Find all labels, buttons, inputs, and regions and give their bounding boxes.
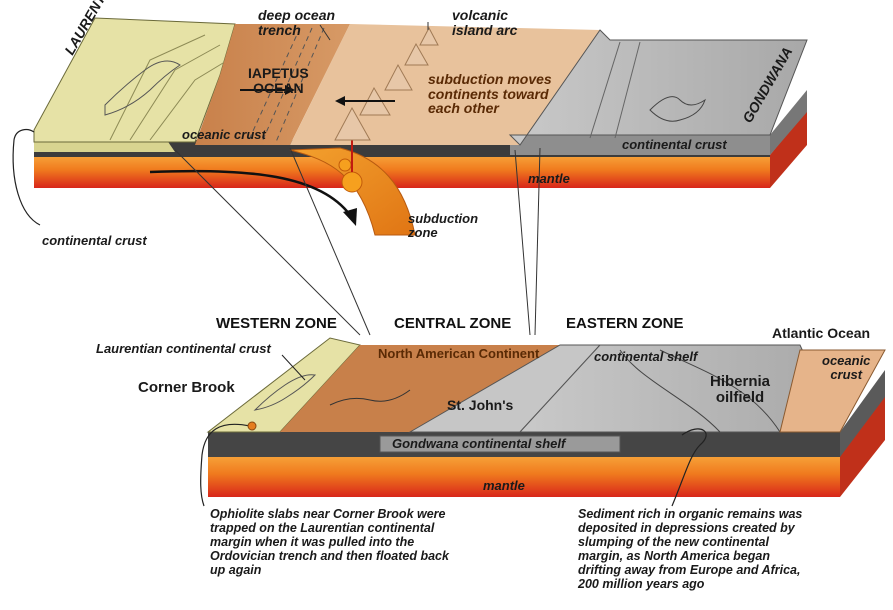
gondwana-front: [510, 135, 770, 155]
laurentian-coastline: [253, 374, 317, 411]
leader-trench: [319, 24, 331, 41]
label-continental-crust-left: continental crust: [42, 233, 147, 248]
label-continental-crust-right: continental crust: [622, 137, 727, 152]
plate-arrow-left-head: [335, 96, 345, 106]
leader-laurentian-crust: [281, 354, 306, 381]
leader-hibernia: [671, 428, 707, 507]
label-corner-brook: Corner Brook: [138, 379, 235, 396]
magma-blob: [338, 158, 352, 172]
laurentia-coastline: [104, 60, 181, 116]
label-oceanic-crust-top: oceanic crust: [182, 127, 266, 142]
iapetus-top: [195, 24, 350, 145]
trench-line: [261, 27, 313, 143]
bottom-mantle-side: [840, 395, 885, 497]
label-st-johns: St. John's: [447, 397, 514, 413]
bottom-block: [200, 337, 886, 507]
label-iapetus-ocean: IAPETUS OCEAN: [248, 65, 309, 96]
label-gondwana-continental-shelf: Gondwana continental shelf: [392, 436, 566, 451]
label-deep-ocean-trench: deep ocean trench: [258, 7, 336, 38]
shelf-fault: [659, 349, 781, 433]
gondwana-band: [589, 41, 621, 139]
top-mantle-front: [34, 155, 770, 188]
north-american-coast: [329, 389, 411, 406]
label-atlantic-ocean: Atlantic Ocean: [772, 325, 871, 341]
bottom-mantle-front: [208, 455, 840, 497]
corner-brook-marker: [247, 421, 257, 431]
top-mantle-side: [770, 110, 807, 188]
shelf-fault: [619, 349, 721, 433]
label-mantle-bottom: mantle: [483, 478, 525, 493]
gondwana-shelf-band: [379, 435, 621, 453]
label-mantle-top: mantle: [528, 171, 570, 186]
laurentia-band: [129, 44, 221, 141]
connector: [534, 147, 541, 336]
label-laurentian-continental-crust: Laurentian continental crust: [96, 341, 271, 356]
volcano: [334, 106, 371, 141]
subducting-slab: [289, 147, 416, 236]
magma-blob: [341, 171, 363, 193]
label-continental-shelf: continental shelf: [594, 349, 698, 364]
top-block: [12, 17, 808, 236]
label-north-american-continent: North American Continent: [378, 346, 540, 361]
caption-ophiolite: Ophiolite slabs near Corner Brook were t…: [210, 507, 449, 577]
subduction-arrow: [149, 169, 351, 216]
gondwana-top: [508, 29, 808, 146]
label-hibernia-oilfield: Hibernia oilfield: [710, 373, 771, 406]
volcano: [384, 63, 413, 91]
connector: [174, 149, 361, 336]
bottom-crust-side: [840, 370, 885, 457]
leader-continental-crust: [12, 129, 41, 226]
trench-line: [247, 27, 301, 143]
connector: [289, 147, 371, 336]
caption-sediment: Sediment rich in organic remains was dep…: [578, 507, 803, 591]
laurentia-band: [109, 34, 206, 141]
gondwana-band: [614, 41, 641, 139]
label-eastern-zone: EASTERN ZONE: [566, 315, 684, 332]
trench-line: [275, 27, 325, 143]
oceanic-crust-top: [779, 349, 886, 433]
continental-shelf-top: [518, 344, 841, 433]
zone-connectors: [174, 147, 541, 336]
label-western-zone: WESTERN ZONE: [216, 315, 337, 332]
subduction-arrowhead: [343, 208, 357, 226]
connector: [514, 149, 531, 336]
volcano: [419, 26, 439, 46]
gondwana-side: [770, 90, 807, 155]
label-central-zone: CENTRAL ZONE: [394, 315, 512, 332]
north-american-top: [280, 345, 560, 432]
volcano: [404, 42, 429, 66]
leader-corner-brook: [200, 423, 251, 507]
label-subduction-moves: subduction moves continents toward each …: [428, 71, 552, 117]
label-volcanic-island-arc: volcanic island arc: [452, 7, 518, 38]
plate-arrow-right-head: [285, 85, 295, 95]
gondwana-coastline: [649, 96, 706, 122]
laurentia-band: [149, 59, 229, 141]
label-oceanic-crust-bottom: oceanic crust: [822, 353, 871, 382]
label-subduction-zone: subduction zone: [408, 211, 479, 240]
